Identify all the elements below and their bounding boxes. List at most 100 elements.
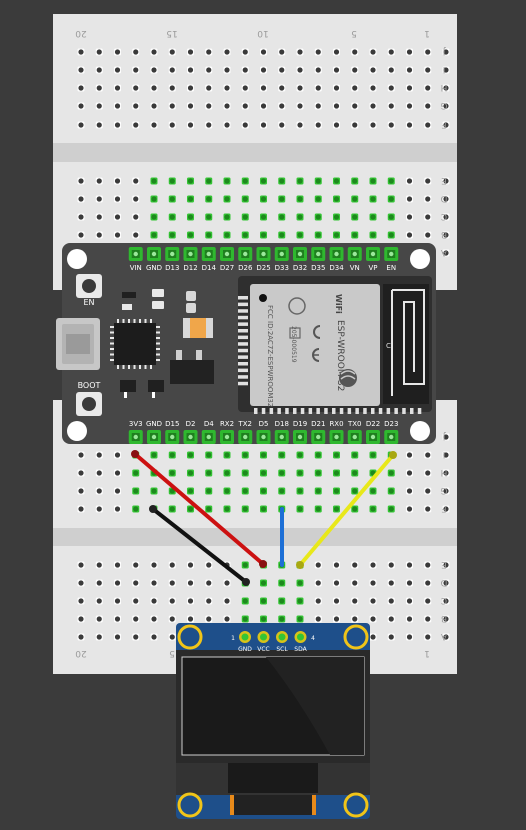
breadboard-hole-dot [206, 122, 212, 128]
sda-wire[interactable] [298, 453, 395, 567]
breadboard-hole-dot [279, 67, 285, 73]
breadboard-hole-dot [297, 103, 303, 109]
breadboard-hole-dot [406, 506, 413, 512]
breadboard-hole-dot [352, 196, 358, 202]
breadboard-hole-dot [114, 598, 121, 604]
oled-screen-glare [266, 657, 364, 755]
oled-pin-hole [297, 633, 304, 641]
esp32-top-pin-label: D34 [329, 264, 344, 272]
top-j-row-label: H [441, 82, 448, 92]
esp32-top-pin-label: D32 [293, 264, 307, 272]
breadboard-hole-dot [206, 470, 212, 476]
breadboard-hole-dot [443, 506, 449, 512]
ground-wire[interactable] [151, 507, 248, 584]
breadboard-hole-dot [206, 488, 212, 494]
breadboard-hole-dot [352, 49, 358, 55]
breadboard-hole-dot [114, 616, 121, 622]
boot-button[interactable] [76, 392, 102, 416]
breadboard-hole-dot [242, 122, 248, 128]
breadboard-hole-dot [151, 67, 157, 73]
breadboard-hole-dot [260, 178, 267, 184]
top-column-number: 5 [351, 28, 357, 38]
breadboard-hole-dot [96, 562, 102, 568]
esp32-bottom-pin-dot [334, 434, 339, 440]
breadboard-hole-dot [206, 562, 212, 568]
breadboard-hole-dot [370, 506, 376, 512]
breadboard-hole-dot [169, 122, 175, 128]
esp32-bottom-pin-label: RX2 [220, 420, 234, 428]
esp32-bottom-pin-label: D4 [204, 420, 214, 428]
breadboard-hole-dot [443, 434, 449, 440]
ground-wire-end-b[interactable] [242, 578, 250, 586]
breadboard-hole-dot [443, 470, 449, 476]
model-code-text: 205-000519 [290, 326, 297, 363]
breadboard-hole-dot [425, 580, 431, 586]
esp32-top-pin-dot [261, 251, 266, 257]
breadboard-hole-dot [206, 598, 212, 604]
oled-pin-label: GND [238, 646, 252, 653]
breadboard-hole-dot [406, 103, 413, 109]
breadboard-hole-dot [169, 85, 175, 91]
esp32-top-pin-dot [297, 251, 303, 257]
breadboard-hole-dot [96, 214, 102, 220]
ground-wire-end-a[interactable] [149, 505, 157, 513]
sda-wire-end-b[interactable] [296, 561, 304, 569]
esp32-top-pin-dot [334, 251, 339, 257]
wires[interactable] [131, 450, 397, 586]
breadboard-hole-dot [388, 616, 394, 622]
sda-wire-end-a[interactable] [389, 451, 397, 459]
esp32-bottom-pin-dot [133, 434, 138, 440]
power-wire-end-a[interactable] [131, 450, 139, 458]
breadboard-hole-dot [133, 488, 139, 494]
breadboard-hole-dot [260, 103, 267, 109]
top-e-row-label: C [441, 211, 447, 221]
breadboard-hole-dot [406, 470, 413, 476]
esp32-top-pin-dot [206, 251, 211, 257]
breadboard-hole-dot [406, 85, 413, 91]
top-j-row-label: G [440, 100, 447, 110]
oled-pin-number-left: 1 [231, 635, 235, 642]
breadboard-hole-dot [443, 67, 449, 73]
power-wire-end-b[interactable] [259, 560, 267, 568]
breadboard-hole-dot [279, 616, 285, 622]
breadboard-hole-dot [206, 49, 212, 55]
breadboard-hole-dot [224, 85, 230, 91]
breadboard-hole-dot [78, 196, 84, 202]
power-wire[interactable] [133, 452, 265, 566]
esp32-bottom-pin-label: RX0 [329, 420, 343, 428]
breadboard-hole-dot [297, 232, 303, 238]
breadboard-hole-dot [206, 580, 212, 586]
breadboard-hole-dot [78, 470, 84, 476]
esp32-bottom-pin-dot [151, 434, 157, 440]
breadboard-hole-dot [114, 452, 121, 458]
breadboard-hole-dot [151, 452, 157, 458]
en-button[interactable] [76, 274, 102, 298]
breadboard-hole-dot [443, 250, 449, 256]
breadboard-hole-dot [96, 634, 102, 640]
breadboard-hole-dot [352, 178, 358, 184]
breadboard-hole-dot [78, 122, 84, 128]
bottom-j-row-label: J [443, 431, 447, 441]
breadboard-top-holes[interactable] [77, 48, 450, 257]
breadboard-hole-dot [388, 580, 394, 586]
breadboard-hole-dot [297, 506, 303, 512]
breadboard-hole-dot [297, 178, 303, 184]
breadboard-hole-dot [260, 85, 267, 91]
bottom-j-row-label: F [441, 503, 446, 513]
oled-ribbon-edge-right [312, 795, 316, 815]
breadboard-hole-dot [96, 580, 102, 586]
breadboard-hole-dot [279, 452, 285, 458]
breadboard-hole-dot [279, 49, 285, 55]
oled-mount-hole-tr [343, 624, 369, 650]
breadboard-hole-dot [242, 616, 248, 622]
oled-mount-hole-bl [177, 792, 203, 818]
bottom-e-row-label: D [440, 577, 447, 587]
breadboard-hole-dot [333, 122, 340, 128]
esp32-bottom-pin-dot [188, 434, 193, 440]
